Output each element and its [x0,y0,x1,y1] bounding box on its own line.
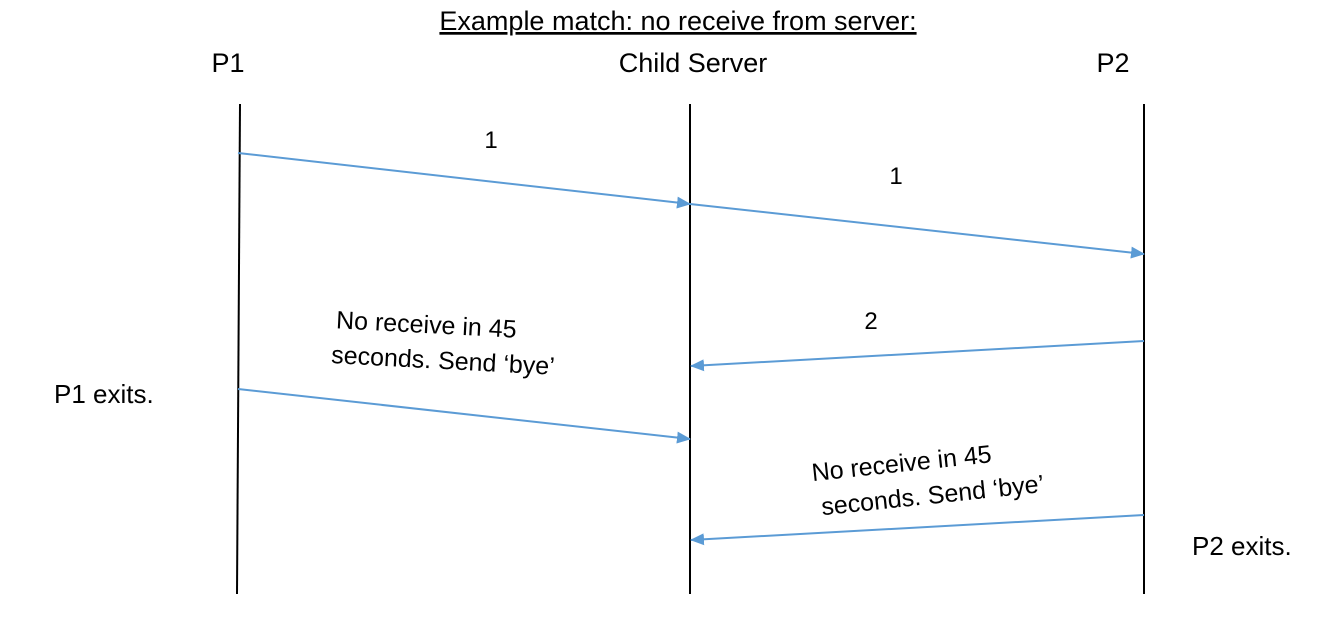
participant-p1-label: P1 [211,48,244,78]
message-arrow-p1-to-server-1 [237,152,691,209]
lifeline-p1 [236,103,241,595]
message-label-1: 1 [484,127,497,154]
p2-exit-note: P2 exits. [1192,531,1292,561]
message-arrow-p2-to-server-2 [690,340,1145,372]
participant-server-label: Child Server [619,48,768,78]
message-label-2: 1 [889,163,902,190]
message-label-3: 2 [864,308,877,335]
p1-timeout-note-line2: seconds. Send ‘bye’ [331,341,556,381]
diagram-title: Example match: no receive from server: [439,6,916,36]
p1-exit-note: P1 exits. [54,379,154,409]
bye-arrow-p1-to-server [237,388,691,444]
p1-timeout-note-line1: No receive in 45 [335,306,517,343]
message-arrow-server-to-p2-1 [689,203,1145,259]
bye-arrow-p2-to-server [690,514,1145,546]
participant-p2-label: P2 [1096,48,1129,78]
